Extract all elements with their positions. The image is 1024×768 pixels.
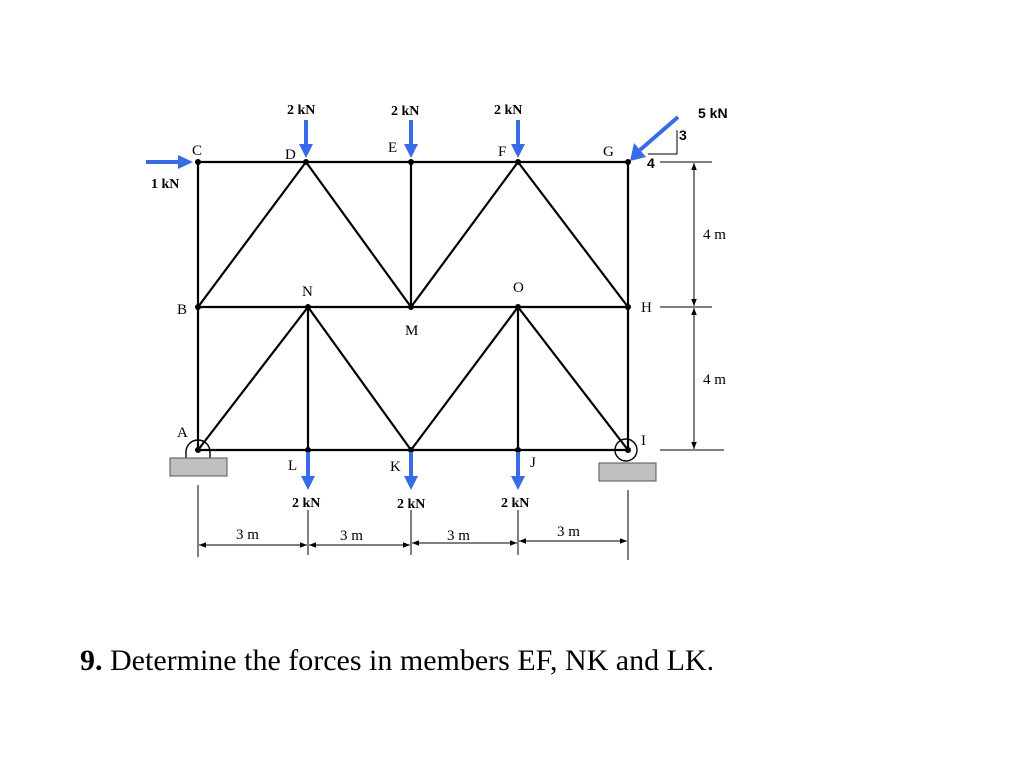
slope-rise-label: 3 — [679, 127, 687, 143]
joint-label-G: G — [603, 144, 614, 160]
member-OI — [516, 305, 630, 452]
force-arrow-C — [146, 155, 193, 169]
joint-label-M: M — [405, 323, 418, 339]
joint-label-J: J — [530, 455, 536, 471]
load-label-F: 2 kN — [494, 103, 522, 118]
joint-label-O: O — [513, 280, 524, 296]
load-label-D: 2 kN — [287, 103, 315, 118]
member-MF — [409, 160, 520, 309]
force-arrow-L — [301, 452, 315, 490]
dim-label-span-2: 3 m — [340, 528, 363, 544]
joint-label-I: I — [641, 433, 646, 449]
load-label-E: 2 kN — [391, 104, 419, 119]
joint-label-A: A — [177, 425, 188, 441]
joint-label-H: H — [641, 300, 652, 316]
joint-label-D: D — [285, 147, 296, 163]
slope-triangle: 3 4 — [647, 127, 687, 171]
truss-diagram: C D E F G B N M O H A L K J I — [146, 103, 728, 560]
force-arrow-K — [404, 452, 418, 490]
dim-label-lower-height: 4 m — [703, 372, 726, 388]
joint-dots — [195, 159, 631, 453]
question-body: Determine the forces in members EF, NK a… — [102, 644, 715, 677]
joint-label-B: B — [177, 302, 187, 318]
joint-labels: C D E F G B N M O H A L K J I — [177, 140, 652, 475]
member-KO — [409, 305, 520, 452]
force-arrows — [146, 115, 680, 490]
load-label-J: 2 kN — [501, 496, 529, 511]
dim-label-span-4: 3 m — [557, 524, 580, 540]
question-number: 9. — [80, 644, 103, 677]
load-label-G: 5 kN — [698, 105, 728, 121]
joint-label-L: L — [288, 458, 297, 474]
member-FH — [516, 160, 630, 309]
member-NK — [306, 305, 413, 452]
horizontal-dimensions — [197, 485, 629, 560]
load-label-K: 2 kN — [397, 497, 425, 512]
force-arrow-J — [511, 452, 525, 490]
force-arrow-D — [299, 120, 313, 158]
member-DM — [304, 160, 413, 309]
force-arrow-E — [404, 120, 418, 158]
joint-label-C: C — [192, 143, 202, 159]
joint-label-E: E — [388, 140, 397, 156]
vertical-dimensions — [660, 161, 724, 451]
dim-label-span-3: 3 m — [447, 528, 470, 544]
question-text: 9. Determine the forces in members EF, N… — [80, 644, 714, 678]
joint-label-F: F — [498, 144, 506, 160]
joint-label-K: K — [390, 459, 401, 475]
slope-run-label: 4 — [647, 155, 655, 171]
joint-label-N: N — [302, 284, 313, 300]
load-label-C: 1 kN — [151, 177, 179, 192]
member-BD — [196, 160, 308, 309]
roller-support-I — [598, 438, 657, 482]
member-AN — [196, 305, 310, 452]
dim-label-span-1: 3 m — [236, 527, 259, 543]
force-arrow-F — [511, 120, 525, 158]
dim-label-upper-height: 4 m — [703, 227, 726, 243]
force-arrow-G — [630, 115, 680, 161]
load-label-L: 2 kN — [292, 496, 320, 511]
load-labels: 2 kN 2 kN 2 kN 2 kN 2 kN 2 kN 1 kN 5 kN — [151, 103, 728, 512]
pin-support-A — [169, 439, 228, 477]
